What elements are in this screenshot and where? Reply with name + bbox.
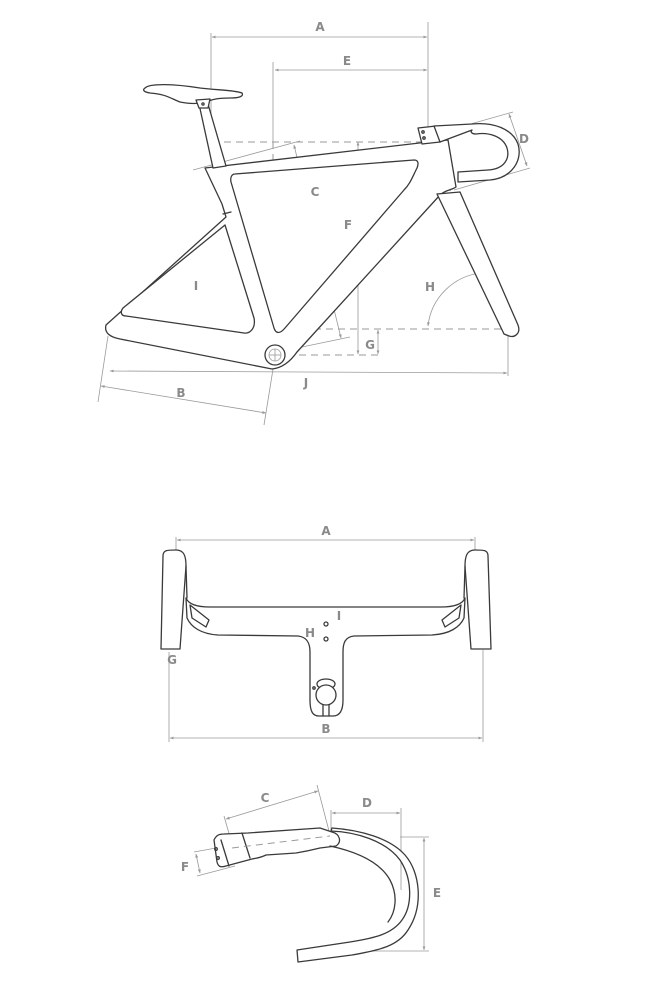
handlebar-side-body [213, 827, 419, 963]
label-I: I [194, 279, 198, 293]
label-D: D [362, 796, 372, 810]
label-B: B [321, 722, 330, 736]
label-F: F [181, 860, 189, 874]
label-F: F [344, 218, 352, 232]
label-J: J [303, 376, 308, 390]
handlebar-front-body [160, 549, 492, 717]
handlebar-side-view: C D E F [181, 784, 441, 963]
label-C: C [311, 185, 320, 199]
label-I: I [337, 609, 341, 623]
frame-dimension-lines [97, 22, 531, 426]
label-E: E [433, 886, 441, 900]
handlebar-side-dimension-lines [193, 784, 429, 952]
frame-labels: A E C F D I H G J B [176, 20, 529, 400]
label-A: A [321, 524, 331, 538]
handlebar-front-view: A B G H I [160, 524, 492, 742]
handlebar-front-labels: A B G H I [167, 524, 341, 736]
label-D: D [519, 132, 529, 146]
label-A: A [315, 20, 325, 34]
frame-side-view: A E C F D I H G J B [97, 20, 531, 426]
label-G: G [167, 653, 177, 667]
label-H: H [425, 280, 435, 294]
label-E: E [343, 54, 351, 68]
label-H: H [305, 626, 315, 640]
handlebar-side-labels: C D E F [181, 791, 441, 900]
label-C: C [261, 791, 270, 805]
label-G: G [365, 338, 375, 352]
label-B: B [176, 386, 185, 400]
frame-body [104, 83, 520, 370]
